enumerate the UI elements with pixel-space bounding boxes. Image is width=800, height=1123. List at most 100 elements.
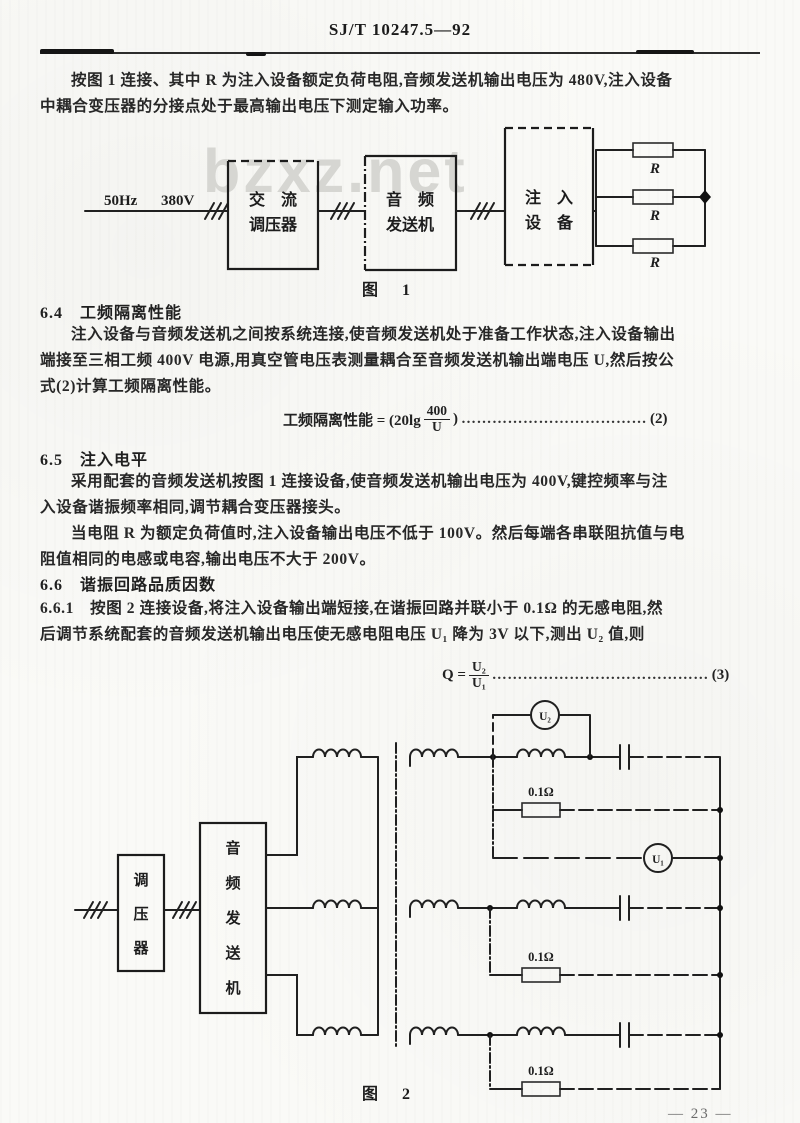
resistor-symbol [632, 189, 674, 205]
fig1-r2-label: R [649, 208, 660, 224]
coil-symbol [312, 1026, 362, 1036]
figure1-caption: 图 1 [362, 281, 414, 299]
fig1-freq-label: 50Hz [104, 193, 138, 209]
fig1-r3-label: R [649, 255, 660, 271]
fig2-input [74, 901, 119, 919]
section-6-5-paragraph-a: 采用配套的音频发送机按图 1 连接设备,使音频发送机输出电压为 400V,键控频… [40, 469, 764, 521]
formula2-lhs: 工频隔离性能 = (20lg [283, 412, 421, 429]
header-rule [40, 52, 760, 54]
capacitor-symbol [619, 1022, 630, 1048]
coil-symbol [516, 899, 566, 909]
formula-3: Q = U₂ U₁ …………………………………… (3) [442, 659, 730, 691]
junction-dot [717, 855, 723, 861]
fig1-r1-label: R [649, 161, 660, 177]
capacitor-symbol [619, 744, 630, 770]
fig2-u1-label: U₁ [652, 854, 664, 866]
fig2-link [163, 901, 201, 919]
voltmeter-u2 [530, 700, 560, 730]
formula3-denominator: U₁ [471, 674, 486, 690]
fig2-r-mid-label: 0.1Ω [528, 950, 554, 964]
sec64-line-2: 端接至三相工频 400V 电源,用真空管电压表测量耦合至音频发送机输出端电压 U… [40, 352, 675, 369]
fig2-tx-char5: 机 [225, 979, 240, 997]
fig1-link2 [455, 202, 506, 220]
three-phase-slashes-icon [83, 901, 108, 919]
formula2-number: (2) [649, 410, 668, 427]
fig2-tx-char2: 频 [225, 874, 240, 892]
coil-symbol [409, 1026, 459, 1036]
scan-artifact [246, 52, 266, 56]
formula3-dots: …………………………………… [491, 666, 709, 683]
formula3-fraction: U₂ U₁ [468, 659, 489, 691]
junction-dot [717, 972, 723, 978]
formula2-fraction: 400 U [423, 403, 450, 435]
three-phase-slashes-icon [204, 202, 229, 220]
coil-symbol [312, 748, 362, 758]
three-phase-slashes-icon [330, 202, 355, 220]
formula3-lhs: Q = [442, 666, 466, 683]
fig1-block2-line1: 音 频 [386, 190, 434, 209]
fig2-r-bot-label: 0.1Ω [528, 1064, 554, 1078]
sec64-line-3: 式(2)计算工频隔离性能。 [40, 378, 221, 395]
figure1-diagram: 50Hz 380V 交 流 调压器 音 频 发送机 注 入 设 备 [84, 126, 711, 299]
page-number: — 23 — [668, 1106, 733, 1122]
formula3-number: (3) [711, 666, 730, 683]
fig2-reg-char1: 调 [133, 872, 148, 889]
formula2-rhs: ) [452, 410, 458, 427]
resistor-symbol [521, 967, 561, 983]
fig2-r-top-label: 0.1Ω [528, 785, 554, 799]
fig2-tx-char1: 音 [225, 839, 240, 857]
fig2-regulator-block: 调 压 器 [116, 853, 166, 973]
sec65-line-1: 采用配套的音频发送机按图 1 连接设备,使音频发送机输出电压为 400V,键控频… [71, 473, 668, 490]
fig2-tx-char3: 发 [224, 909, 241, 927]
fig1-injection-block: 注 入 设 备 [503, 126, 595, 267]
three-phase-slashes-icon [470, 202, 495, 220]
fig2-right-rail [717, 756, 723, 1090]
fig2-reg-char3: 器 [132, 940, 149, 957]
section-6-5-heading: 6.5 注入电平 [40, 452, 149, 469]
fig2-top-resonant-circuit: U₂ 0.1Ω U₁ [409, 700, 721, 873]
fig2-reg-char2: 压 [133, 906, 148, 923]
resistor-symbol [632, 238, 674, 254]
fig2-transformer-primaries [265, 742, 397, 1048]
junction-dot [717, 1032, 723, 1038]
three-phase-slashes-icon [172, 901, 197, 919]
fig1-regulator-block: 交 流 调压器 [226, 159, 320, 271]
fig1-transmitter-block: 音 频 发送机 [363, 154, 458, 272]
formula2-numerator: 400 [423, 403, 450, 420]
fig1-block3-line2: 设 备 [525, 213, 574, 232]
fig2-middle-resonant-circuit: 0.1Ω [409, 895, 721, 983]
capacitor-symbol [619, 895, 630, 921]
resistor-symbol [632, 142, 674, 158]
section-6-6-1-paragraph: 6.6.1 按图 2 连接设备,将注入设备输出端短接,在谐振回路并联小于 0.1… [40, 596, 764, 648]
fig1-link1 [317, 202, 366, 220]
fig2-u2-label: U₂ [539, 711, 551, 723]
fig1-voltage-label: 380V [161, 193, 195, 209]
junction-diamond [699, 190, 711, 204]
sec66-line-1: 6.6.1 按图 2 连接设备,将注入设备输出端短接,在谐振回路并联小于 0.1… [40, 600, 664, 617]
coil-symbol [516, 748, 566, 758]
coil-symbol [516, 1026, 566, 1036]
figure2-caption: 图 2 [362, 1085, 414, 1103]
intro-line-2: 中耦合变压器的分接点处于最高输出电压下测定输入功率。 [40, 98, 459, 115]
fig1-load-resistors: R R R [592, 142, 711, 271]
sec65-line-4: 阻值相同的电感或电容,输出电压不大于 200V。 [40, 551, 376, 568]
formula2-denominator: U [431, 418, 442, 434]
sec65-line-2: 入设备谐振频率相同,调节耦合变压器接头。 [40, 499, 351, 516]
section-6-4-heading: 6.4 工频隔离性能 [40, 305, 183, 322]
intro-line-1: 按图 1 连接、其中 R 为注入设备额定负荷电阻,音频发送机输出电压为 480V… [71, 72, 673, 89]
sec66-line-2: 后调节系统配套的音频发送机输出电压使无感电阻电压 U₁ 降为 3V 以下,测出 … [40, 626, 645, 643]
section-6-4-paragraph: 注入设备与音频发送机之间按系统连接,使音频发送机处于准备工作状态,注入设备输出 … [40, 322, 764, 400]
fig2-bottom-resonant-circuit: 0.1Ω [409, 1022, 721, 1097]
watermark-text: bzxz.net [203, 137, 468, 205]
fig1-block1-line2: 调压器 [249, 216, 298, 234]
figure1-input-line: 50Hz 380V [84, 193, 229, 220]
resistor-symbol [521, 1081, 561, 1097]
junction-dot [717, 905, 723, 911]
sec64-line-1: 注入设备与音频发送机之间按系统连接,使音频发送机处于准备工作状态,注入设备输出 [71, 326, 676, 343]
fig1-block3-line1: 注 入 [525, 188, 573, 207]
intro-paragraph: 按图 1 连接、其中 R 为注入设备额定负荷电阻,音频发送机输出电压为 480V… [40, 68, 764, 120]
coil-symbol [409, 748, 459, 758]
coil-symbol [409, 899, 459, 909]
junction-dot [717, 807, 723, 813]
